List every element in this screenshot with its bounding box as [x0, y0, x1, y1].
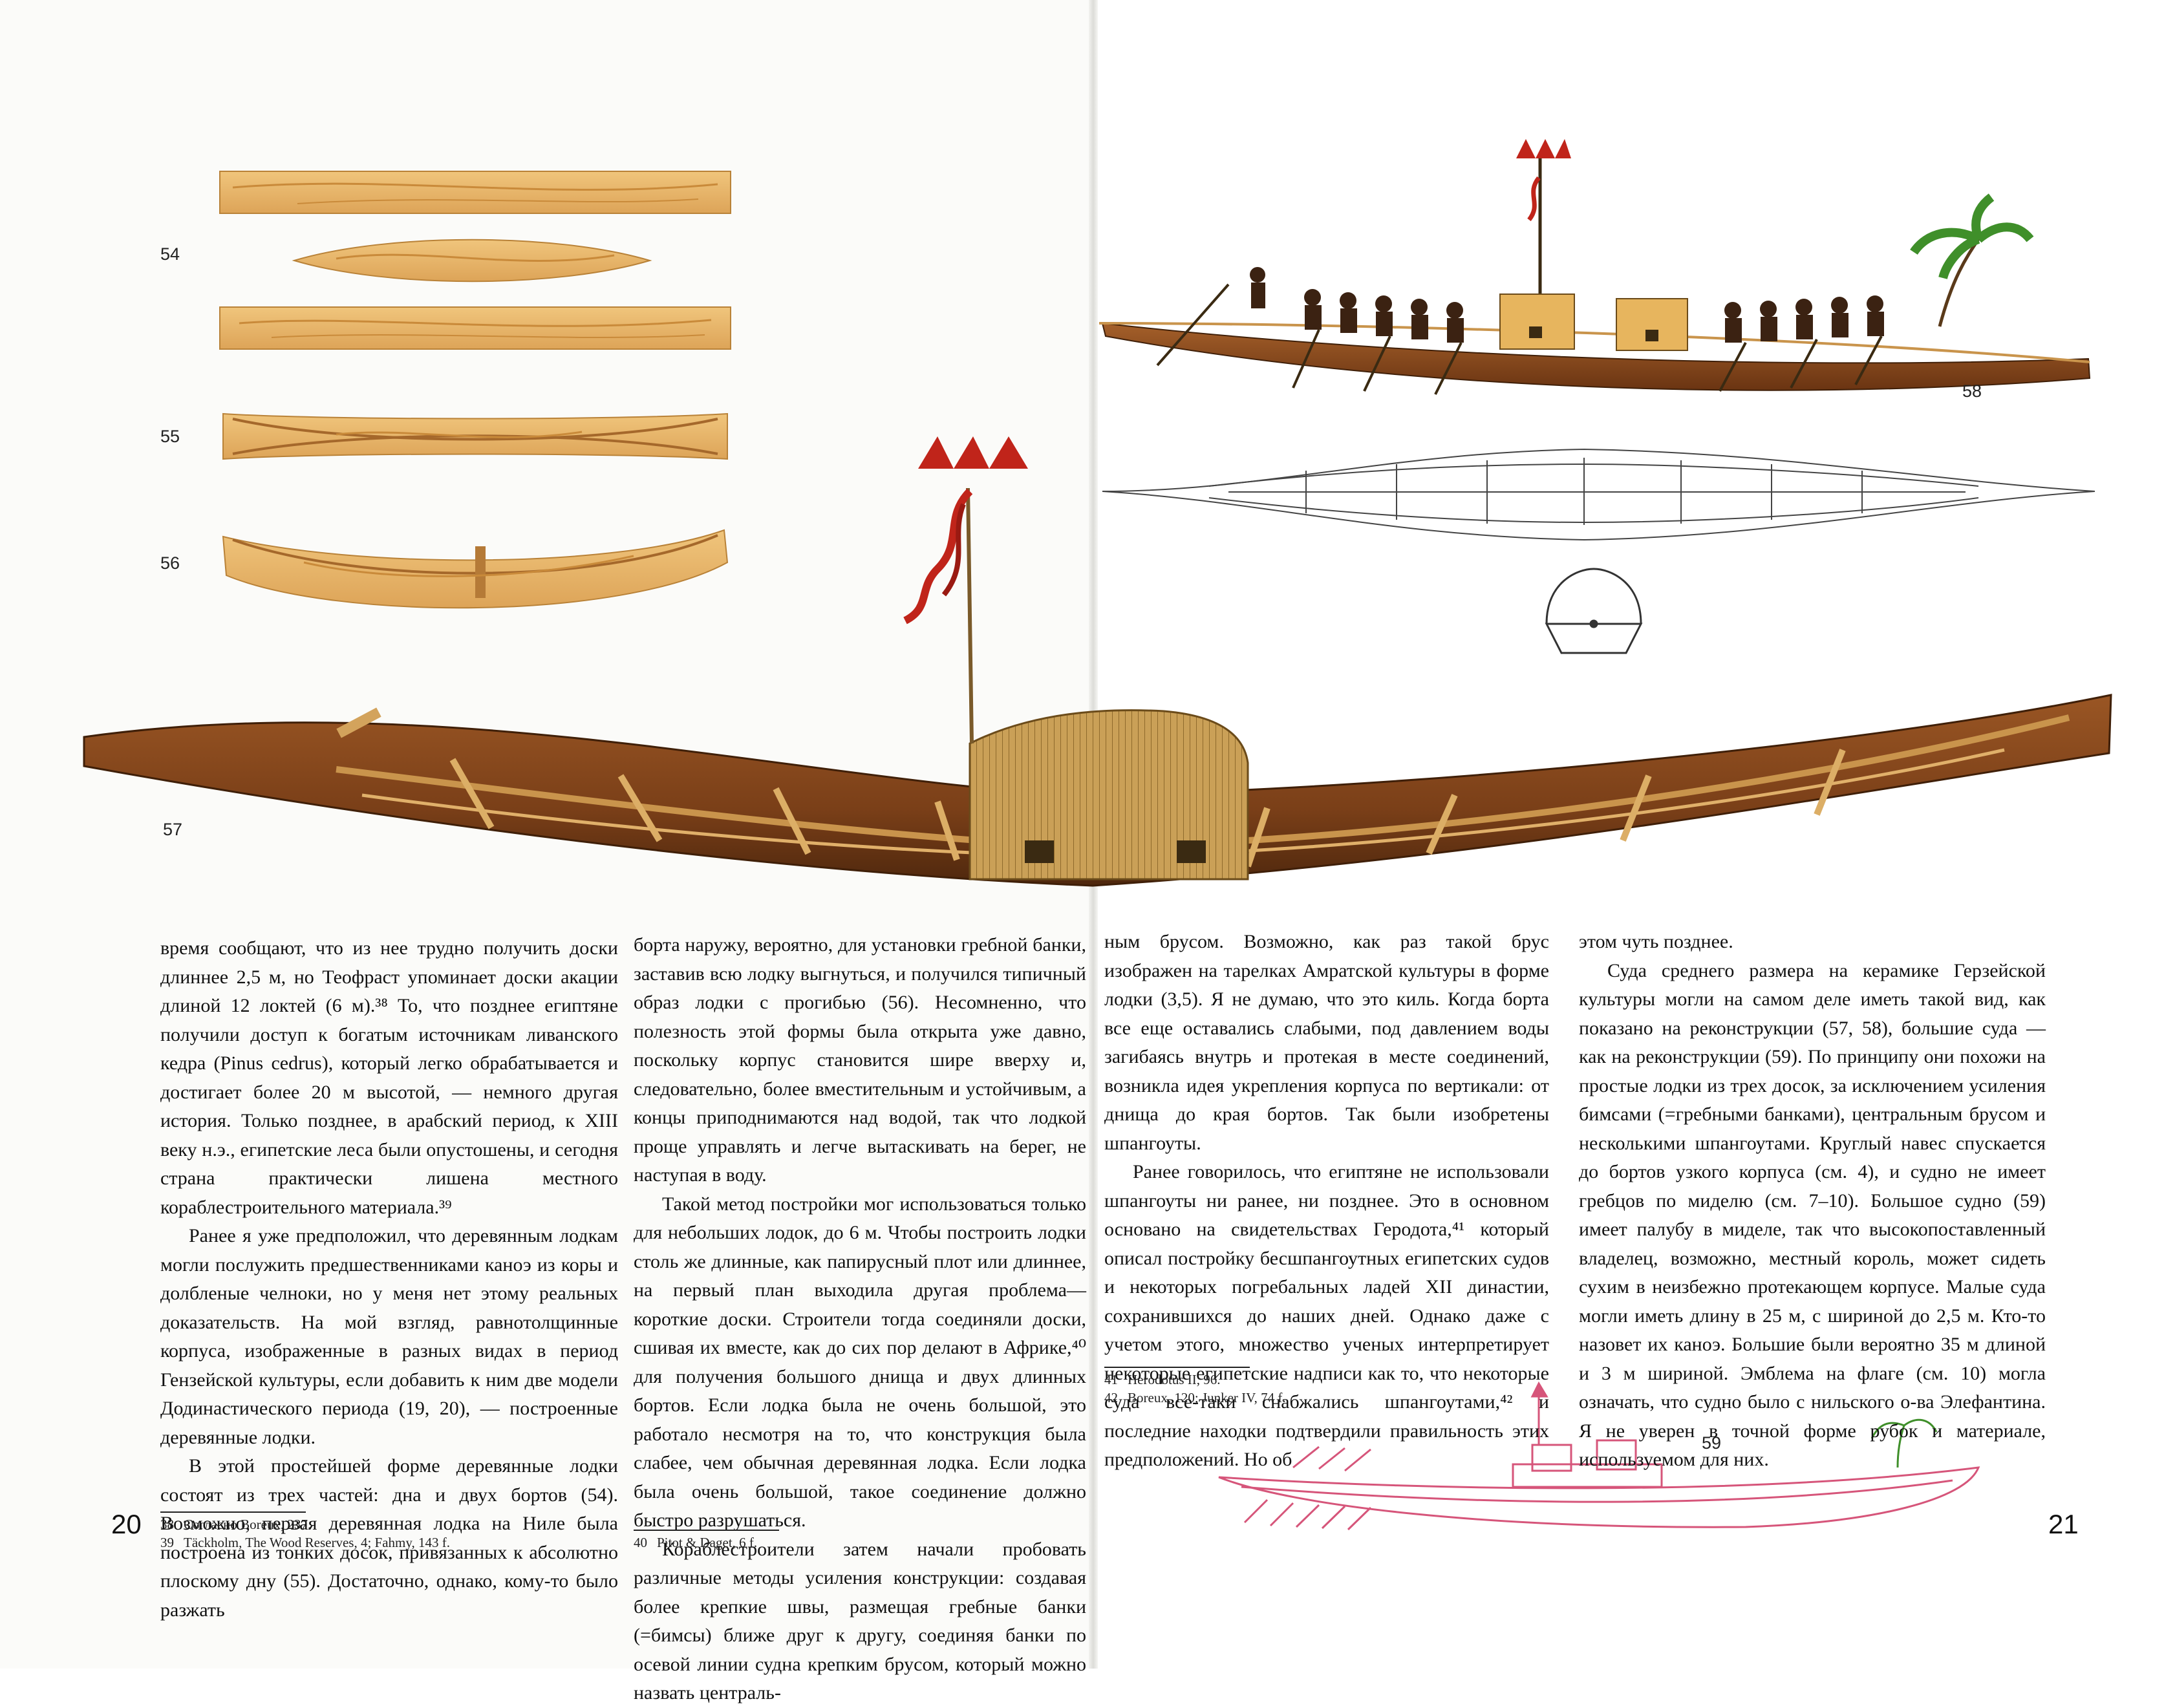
column-2-paragraph-1: борта наружу, вероятно, для установки гр…: [634, 934, 1086, 1186]
figure-55-flat-hull: [222, 412, 728, 460]
column-4-paragraph-2: Суда среднего размера на керамике Герзей…: [1579, 959, 2046, 1471]
figure-58-crewed-boat: [1098, 139, 2091, 395]
footnote-rule: [634, 1530, 779, 1531]
figure-59-large-boat-sketch: [1218, 1381, 1980, 1531]
column-1-paragraph-3: В этой простейшей форме деревянные лодки…: [160, 1455, 618, 1621]
figure-58-cross-section: [1545, 568, 1643, 654]
figure-56-label: 56: [160, 553, 180, 573]
figure-54-planks: [219, 171, 731, 350]
figure-54-label: 54: [160, 244, 180, 264]
column-2: борта наружу, вероятно, для установки гр…: [634, 931, 1086, 1708]
column-4: этом чуть позднее. Суда среднего размера…: [1579, 928, 2046, 1475]
figure-57-label: 57: [163, 820, 183, 839]
illustrations: [83, 139, 2112, 1531]
column-1-paragraph-1: время сообщают, что из нее трудно получи…: [160, 937, 618, 1218]
page-number-left: 20: [111, 1509, 142, 1539]
column-1-paragraph-2: Ранее я уже предположил, что деревянным …: [160, 1225, 618, 1448]
column-4-paragraph-1: этом чуть позднее.: [1579, 931, 1733, 952]
footnote-rule: [160, 1511, 306, 1513]
figure-58-plan-view: [1102, 448, 2095, 541]
page-number-right: 21: [2048, 1509, 2079, 1539]
column-3-paragraph-2: Ранее говорилось, что египтяне не исполь…: [1104, 1161, 1549, 1470]
column-3-paragraph-1: ным брусом. Возможно, как раз такой брус…: [1104, 931, 1549, 1154]
column-2-paragraph-3: Кораблестроители затем начали пробовать …: [634, 1538, 1086, 1704]
figure-56-bent-hull: [222, 529, 729, 609]
footnote-rule: [1104, 1367, 1250, 1368]
column-2-paragraph-2: Такой метод постройки мог использоваться…: [634, 1193, 1086, 1532]
figure-57-hull-reconstruction: [83, 436, 2112, 887]
column-3: ным брусом. Возможно, как раз такой брус…: [1104, 928, 1549, 1475]
column-1: время сообщают, что из нее трудно получи…: [160, 934, 618, 1625]
figure-58-label: 58: [1962, 381, 1982, 401]
figure-55-label: 55: [160, 427, 180, 446]
figure-59-label: 59: [1702, 1433, 1722, 1453]
